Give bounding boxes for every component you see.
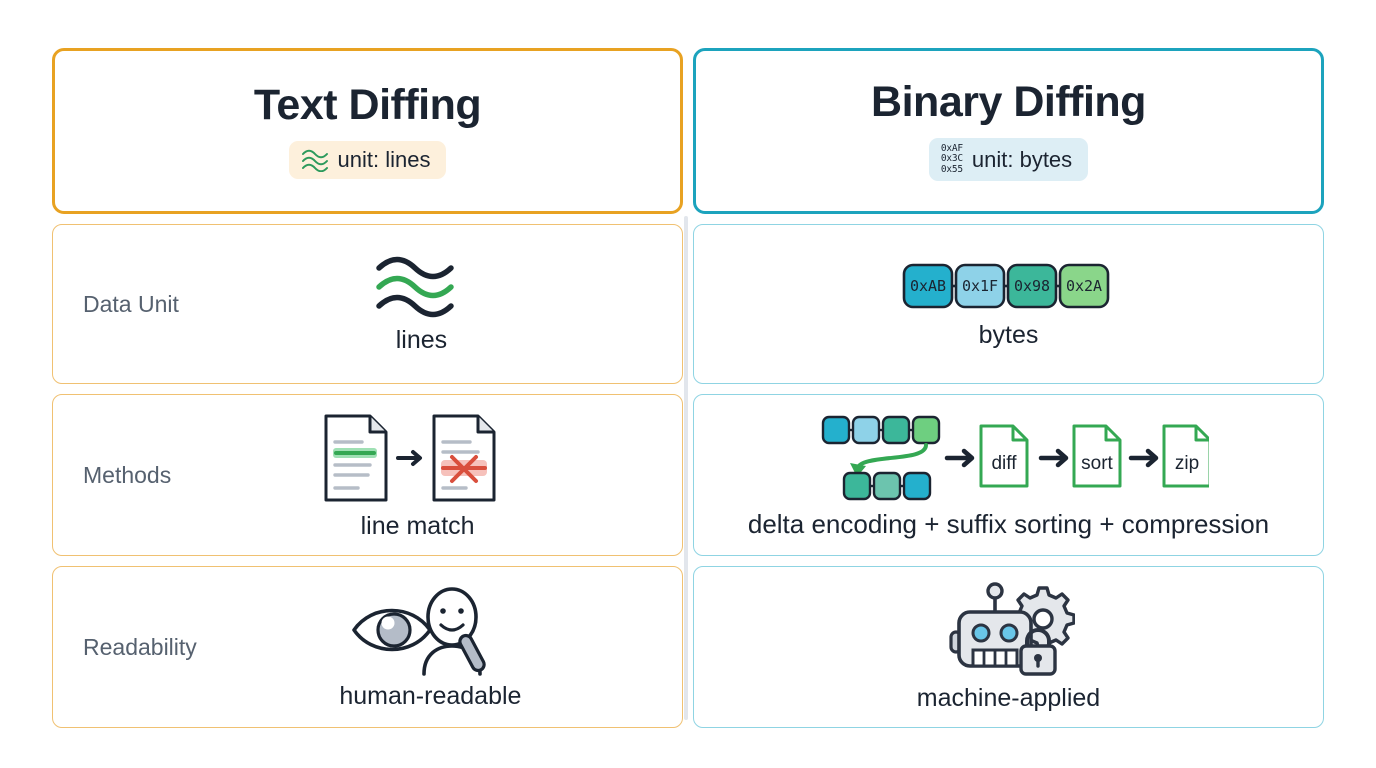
row-label-methods: Methods (83, 461, 172, 488)
cell-readability-binary[interactable]: machine-applied (693, 566, 1324, 728)
hex-stack-icon: 0xAF 0x3C 0x55 (940, 142, 963, 176)
cell-data-unit-text[interactable]: Data Unit lines (52, 224, 683, 384)
row-readability: Readability (52, 566, 1324, 728)
caption-lines: lines (395, 325, 448, 354)
row-data-unit: Data Unit lines (52, 224, 1324, 384)
page-title-text-diffing: Text Diffing (253, 80, 482, 129)
header-card-binary-diffing[interactable]: Binary Diffing 0xAF 0x3C 0x55 unit: byte… (693, 48, 1324, 214)
header-card-text-diffing[interactable]: Text Diffing unit: lines (52, 48, 683, 214)
badge-label-bytes: unit: bytes (971, 146, 1073, 172)
row-label-data-unit: Data Unit (83, 290, 179, 317)
cell-methods-binary[interactable]: diff sort zip delta encoding + suffix so… (693, 394, 1324, 556)
row-methods: Methods (52, 394, 1324, 556)
two-documents-diff-icon (318, 410, 518, 506)
caption-delta-encoding: delta encoding + suffix sorting + compre… (747, 508, 1270, 539)
eye-and-person-magnifier-icon (346, 584, 514, 676)
byte-value: 0xAB (909, 277, 945, 295)
comparison-grid: Text Diffing unit: lines Binary Diffing (52, 48, 1324, 728)
delta-pipeline-icon: diff sort zip (809, 411, 1209, 503)
page-title-binary-diffing: Binary Diffing (871, 77, 1146, 126)
pipeline-step-label: diff (991, 453, 1017, 474)
byte-value: 0x98 (1013, 277, 1049, 295)
hex-line: 0x55 (940, 163, 963, 175)
caption-machine-applied: machine-applied (916, 683, 1101, 712)
badge-label-lines: unit: lines (337, 146, 431, 172)
wavy-lines-icon (301, 148, 329, 172)
hex-line: 0x3C (940, 153, 963, 165)
row-label-readability: Readability (83, 633, 197, 660)
cell-readability-text[interactable]: Readability (52, 566, 683, 728)
caption-line-match: line match (360, 511, 475, 540)
column-divider (684, 216, 688, 720)
pipeline-step-label: zip (1174, 453, 1198, 474)
byte-blocks-icon: 0xAB 0x1F 0x98 0x2A (901, 259, 1117, 315)
byte-value: 0x1F (961, 277, 997, 295)
badge-unit-bytes: 0xAF 0x3C 0x55 unit: bytes (928, 137, 1089, 182)
header-row: Text Diffing unit: lines Binary Diffing (52, 48, 1324, 214)
cell-methods-text[interactable]: Methods (52, 394, 683, 556)
caption-human-readable: human-readable (339, 681, 522, 710)
badge-unit-lines: unit: lines (288, 140, 447, 179)
wavy-lines-icon (373, 254, 469, 320)
hex-line: 0xAF (940, 142, 963, 154)
caption-bytes: bytes (978, 320, 1039, 349)
pipeline-step-label: sort (1081, 453, 1113, 474)
robot-gear-lock-icon (943, 581, 1075, 678)
byte-value: 0x2A (1065, 277, 1101, 295)
cell-data-unit-binary[interactable]: 0xAB 0x1F 0x98 0x2A bytes (693, 224, 1324, 384)
